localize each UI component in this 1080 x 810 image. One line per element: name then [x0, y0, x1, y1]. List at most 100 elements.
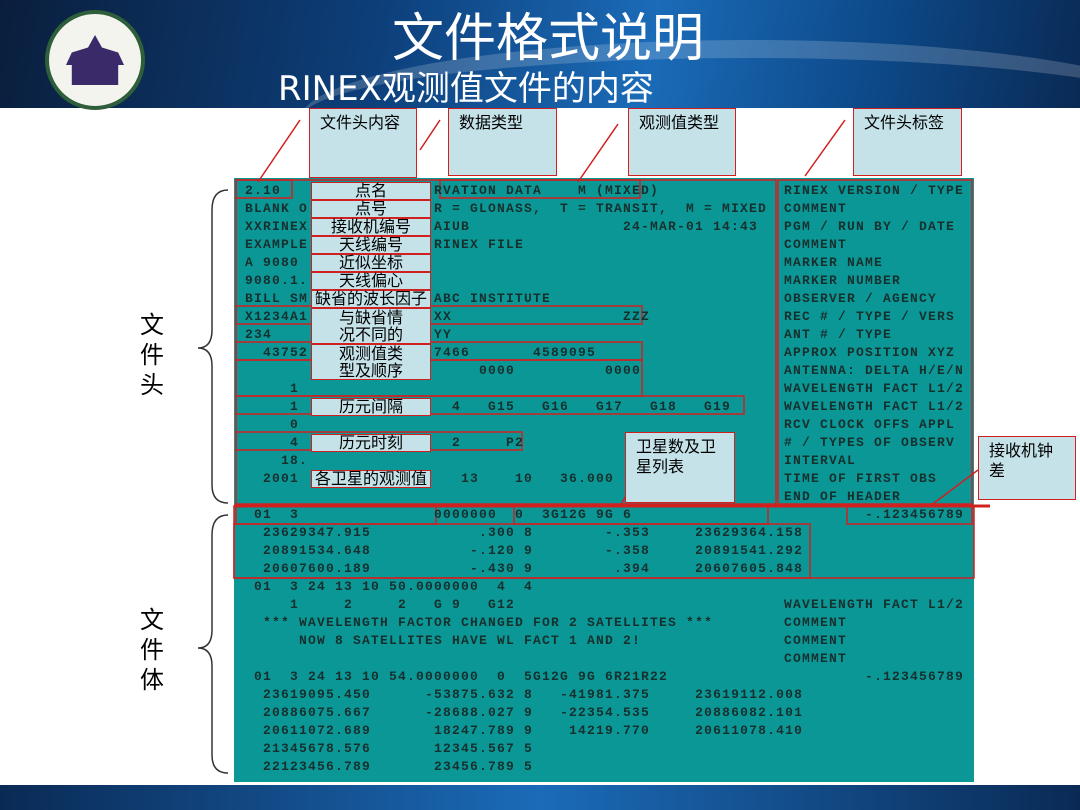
- header-record-data: 4 2 P2: [245, 434, 523, 452]
- record-field-start: X1234A1: [245, 309, 309, 324]
- callout-header-content: 文件头内容: [309, 108, 417, 178]
- record-field-rest: 0000000 0 3G12G 9G 6: [434, 507, 633, 522]
- record-field-rest: RVATION DATA M (MIXED): [434, 183, 660, 198]
- body-record-data: 21345678.576 12345.567 5: [245, 741, 534, 756]
- callout-sat-count-list: 卫星数及卫星列表: [625, 432, 735, 503]
- header-record-label: REC # / TYPE / VERS: [784, 309, 956, 324]
- header-record-data: 43752 7466 4589095: [245, 344, 595, 362]
- header-record-data: EXAMPLE RINEX FILE: [245, 236, 523, 254]
- header-record-data: BILL SM ABC INSTITUTE: [245, 290, 550, 308]
- body-record-data: *** WAVELENGTH FACTOR CHANGED FOR 2 SATE…: [245, 615, 714, 630]
- body-record-data: 20607600.189 -.430 9 .394 20607605.848: [245, 561, 804, 576]
- header-record-data: A 9080: [245, 255, 300, 270]
- header-record-label: APPROX POSITION XYZ: [784, 345, 956, 360]
- callout-receiver-number: 接收机编号: [311, 218, 431, 236]
- header-record-data: BLANK O R = GLONASS, T = TRANSIT, M = MIX…: [245, 200, 766, 218]
- header-record-label: INTERVAL: [784, 453, 857, 468]
- callout-antenna-number: 天线编号: [311, 236, 431, 254]
- record-field-start: 43752: [245, 345, 309, 360]
- header-record-data: 18.: [245, 453, 309, 468]
- record-field-start: BLANK O: [245, 201, 309, 216]
- body-record-label: COMMENT: [784, 651, 848, 666]
- side-label-header: 文件头: [140, 311, 164, 399]
- body-record-data: 20886075.667 -28688.027 9 -22354.535 208…: [245, 705, 804, 720]
- header-record-data: 2.10 RVATION DATA M (MIXED): [245, 182, 658, 200]
- callout-different-from-default: 与缺省情况不同的: [311, 308, 431, 344]
- header-record-data: 9080.1.: [245, 273, 309, 288]
- header-record-label: RINEX VERSION / TYPE: [784, 183, 965, 198]
- slide-subtitle: RINEX观测值文件的内容: [278, 69, 654, 109]
- record-field-start: EXAMPLE: [245, 237, 309, 252]
- header-record-data: 0: [245, 417, 300, 432]
- record-field-start: 234: [245, 327, 273, 342]
- record-field-rest: 0000 0000: [434, 363, 642, 378]
- body-record-data: 01 3 24 13 10 50.0000000 4 4: [245, 579, 534, 594]
- record-field-rest: ABC INSTITUTE: [434, 291, 552, 306]
- callout-point-number: 点号: [311, 200, 431, 218]
- header-record-label: PGM / RUN BY / DATE: [784, 219, 956, 234]
- record-field-start: 2001: [245, 471, 300, 486]
- header-record-data: 1: [245, 381, 300, 396]
- body-record-label: COMMENT: [784, 633, 848, 648]
- callout-epoch-interval: 历元间隔: [311, 398, 431, 416]
- record-field-rest: 7466 4589095: [434, 345, 597, 360]
- callout-data-type: 数据类型: [448, 108, 557, 176]
- callout-approx-coords: 近似坐标: [311, 254, 431, 272]
- record-field-start: XXRINEX: [245, 219, 309, 234]
- body-record-data: 20611072.689 18247.789 9 14219.770 20611…: [245, 723, 804, 738]
- header-record-label: END OF HEADER: [784, 489, 902, 504]
- body-record-data: 23629347.915 .300 8 -.353 23629364.158: [245, 525, 804, 540]
- record-field-start: 01 3: [245, 507, 300, 522]
- header-record-label: COMMENT: [784, 201, 848, 216]
- callout-antenna-offset: 天线偏心: [311, 272, 431, 290]
- callout-obs-type-order: 观测值类型及顺序: [311, 344, 431, 380]
- record-field-rest: XX ZZZ: [434, 309, 651, 324]
- body-record-data: NOW 8 SATELLITES HAVE WL FACT 1 AND 2!: [245, 633, 642, 648]
- slide-footer-band: [0, 785, 1080, 810]
- body-record-data: 1 2 2 G 9 G12: [245, 597, 516, 612]
- header-record-label: # / TYPES OF OBSERV: [784, 435, 956, 450]
- rinex-file-text: 2.10 RVATION DATA M (MIXED) RINEX VERSION …: [234, 178, 974, 782]
- header-record-label: MARKER NAME: [784, 255, 884, 270]
- record-field-rest: YY: [434, 327, 453, 342]
- header-record-label: MARKER NUMBER: [784, 273, 902, 288]
- record-field-start: 1: [245, 399, 300, 414]
- slide-title: 文件格式说明: [391, 9, 704, 69]
- header-record-label: WAVELENGTH FACT L1/2: [784, 399, 965, 414]
- body-record-label: -.123456789: [784, 507, 965, 522]
- callout-obs-type: 观测值类型: [628, 108, 736, 176]
- body-record-data: 01 3 0000000 0 3G12G 9G 6: [245, 506, 631, 524]
- body-record-label: -.123456789: [784, 669, 965, 684]
- record-field-rest: 4 G15 G16 G17 G18 G19: [434, 399, 732, 414]
- record-field-rest: 13 10 36.000: [434, 471, 615, 486]
- header-record-data: 1 4 G15 G16 G17 G18 G19: [245, 398, 730, 416]
- header-record-label: TIME OF FIRST OBS: [784, 471, 938, 486]
- callout-receiver-clock: 接收机钟差: [978, 436, 1076, 500]
- callout-header-label: 文件头标签: [853, 108, 962, 176]
- header-record-data: 234 YY: [245, 326, 451, 344]
- header-record-label: OBSERVER / AGENCY: [784, 291, 938, 306]
- header-brace: [197, 189, 229, 504]
- header-record-data: X1234A1 XX ZZZ: [245, 308, 649, 326]
- header-record-label: COMMENT: [784, 237, 848, 252]
- record-field-start: BILL SM: [245, 291, 309, 306]
- callout-epoch-time: 历元时刻: [311, 434, 431, 452]
- record-field-start: 2.10: [245, 183, 282, 198]
- slide-header-band: [0, 0, 1080, 108]
- record-field-rest: R = GLONASS, T = TRANSIT, M = MIXED: [434, 201, 768, 216]
- body-brace: [197, 514, 229, 774]
- header-record-label: WAVELENGTH FACT L1/2: [784, 381, 965, 396]
- callout-sat-observations: 各卫星的观测值: [311, 470, 431, 488]
- callout-point-name: 点名: [311, 182, 431, 200]
- body-record-data: 20891534.648 -.120 9 -.358 20891541.292: [245, 543, 804, 558]
- record-field-rest: 2 P2: [434, 435, 525, 450]
- body-record-data: 23619095.450 -53875.632 8 -41981.375 236…: [245, 687, 804, 702]
- side-label-body: 文件体: [140, 606, 164, 694]
- record-field-rest: RINEX FILE: [434, 237, 525, 252]
- header-record-label: RCV CLOCK OFFS APPL: [784, 417, 956, 432]
- body-record-label: WAVELENGTH FACT L1/2: [784, 597, 965, 612]
- header-record-label: ANTENNA: DELTA H/E/N: [784, 363, 965, 378]
- body-record-data: 22123456.789 23456.789 5: [245, 759, 534, 774]
